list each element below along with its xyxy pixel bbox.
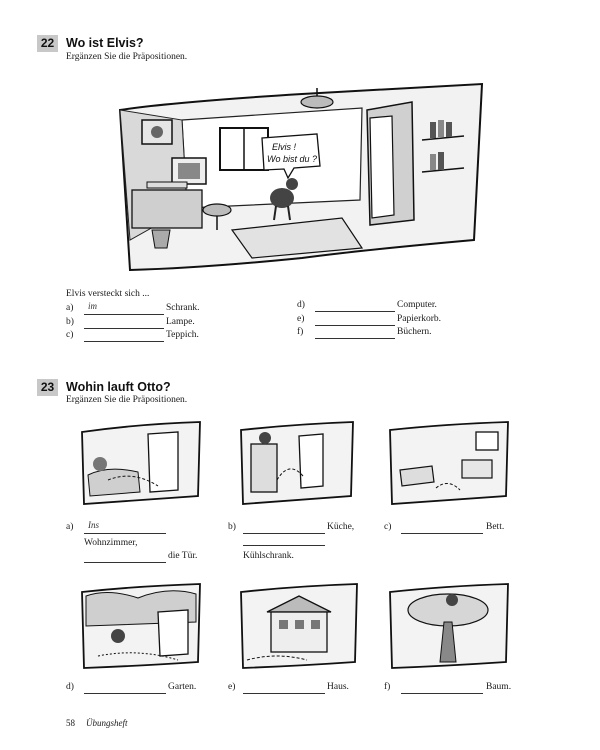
answer-blank[interactable] xyxy=(84,341,164,342)
answer-blank[interactable] xyxy=(243,545,325,546)
item-letter: c) xyxy=(66,330,74,340)
item-letter: c) xyxy=(384,522,392,532)
answer-blank[interactable] xyxy=(84,562,166,563)
exercise-22-item-c: c) Teppich. xyxy=(66,330,266,343)
answer-blank[interactable] xyxy=(315,311,395,312)
answer-blank[interactable] xyxy=(84,533,166,534)
speech-bubble-line2: Wo bist du ? xyxy=(267,154,317,164)
item-word: Garten. xyxy=(168,682,197,692)
scene-b-kitchen xyxy=(240,421,354,505)
section-label: Übungsheft xyxy=(86,718,128,728)
scene-e-house xyxy=(240,583,358,669)
exercise-23-item-b-blank2 xyxy=(243,534,343,547)
exercise-23-item-a-line2: Wohnzimmer, xyxy=(84,538,138,548)
exercise-23-item-c: c) Bett. xyxy=(384,522,524,535)
scene-f-tree xyxy=(389,583,509,669)
item-word: Haus. xyxy=(327,682,349,692)
exercise-23-title: Wohin lauft Otto? xyxy=(66,380,171,394)
item-word: Küche, xyxy=(327,522,355,532)
item-letter: f) xyxy=(384,682,391,692)
room-illustration: Elvis ! Wo bist du ? xyxy=(118,82,484,272)
page-number: 58 xyxy=(66,718,75,728)
item-letter: a) xyxy=(66,522,74,532)
speech-bubble-line1: Elvis ! xyxy=(272,142,297,152)
exercise-23-instruction: Ergänzen Sie die Präpositionen. xyxy=(66,395,188,405)
exercise-22-number: 22 xyxy=(37,35,58,52)
answer-blank[interactable] xyxy=(84,314,164,315)
answer-blank[interactable] xyxy=(315,325,395,326)
answer-blank[interactable] xyxy=(401,533,483,534)
exercise-22-prompt: Elvis versteckt sich ... xyxy=(66,289,150,299)
scene-a-living-room xyxy=(81,421,201,505)
item-word: Baum. xyxy=(486,682,512,692)
item-word: Computer. xyxy=(397,300,437,310)
answer-blank[interactable] xyxy=(84,693,166,694)
item-word: Schrank. xyxy=(166,303,200,313)
exercise-22-item-a: a) im Schrank. xyxy=(66,301,266,316)
exercise-23-item-b-line2: Kühlschrank. xyxy=(243,551,294,561)
item-letter: d) xyxy=(297,300,305,310)
exercise-23-item-d: d) Garten. xyxy=(66,682,216,695)
scene-d-garden xyxy=(81,583,201,669)
answer-blank[interactable] xyxy=(243,533,325,534)
exercise-23-number: 23 xyxy=(37,379,58,396)
answer-blank[interactable] xyxy=(315,338,395,339)
exercise-22-instruction: Ergänzen Sie die Präpositionen. xyxy=(66,52,188,62)
item-letter: e) xyxy=(228,682,236,692)
item-word: Bett. xyxy=(486,522,505,532)
answer-blank[interactable] xyxy=(401,693,483,694)
exercise-23-item-e: e) Haus. xyxy=(228,682,378,695)
exercise-22-title: Wo ist Elvis? xyxy=(66,36,144,50)
item-letter: d) xyxy=(66,682,74,692)
item-letter: b) xyxy=(66,317,74,327)
exercise-22-item-d: d) Computer. xyxy=(297,300,497,313)
item-word: die Tür. xyxy=(168,551,198,561)
item-letter: f) xyxy=(297,327,304,337)
scene-c-bedroom xyxy=(389,421,509,505)
exercise-23-item-b: b) Küche, xyxy=(228,522,378,535)
example-answer: Ins xyxy=(88,520,99,530)
item-letter: a) xyxy=(66,303,74,313)
item-letter: e) xyxy=(297,314,305,324)
exercise-23-item-f: f) Baum. xyxy=(384,682,534,695)
exercise-22-item-f: f) Büchern. xyxy=(297,327,497,340)
item-word: Papierkorb. xyxy=(397,314,442,324)
answer-blank[interactable] xyxy=(84,328,164,329)
answer-blank[interactable] xyxy=(243,693,325,694)
example-answer: im xyxy=(88,301,97,311)
exercise-23-item-a-line3: die Tür. xyxy=(84,551,214,564)
exercise-22-item-e: e) Papierkorb. xyxy=(297,314,497,327)
exercise-22-item-b: b) Lampe. xyxy=(66,317,266,330)
item-word: Teppich. xyxy=(166,330,199,340)
item-letter: b) xyxy=(228,522,236,532)
item-word: Lampe. xyxy=(166,317,195,327)
item-word: Büchern. xyxy=(397,327,432,337)
exercise-23-item-a: a) Ins xyxy=(66,520,196,535)
